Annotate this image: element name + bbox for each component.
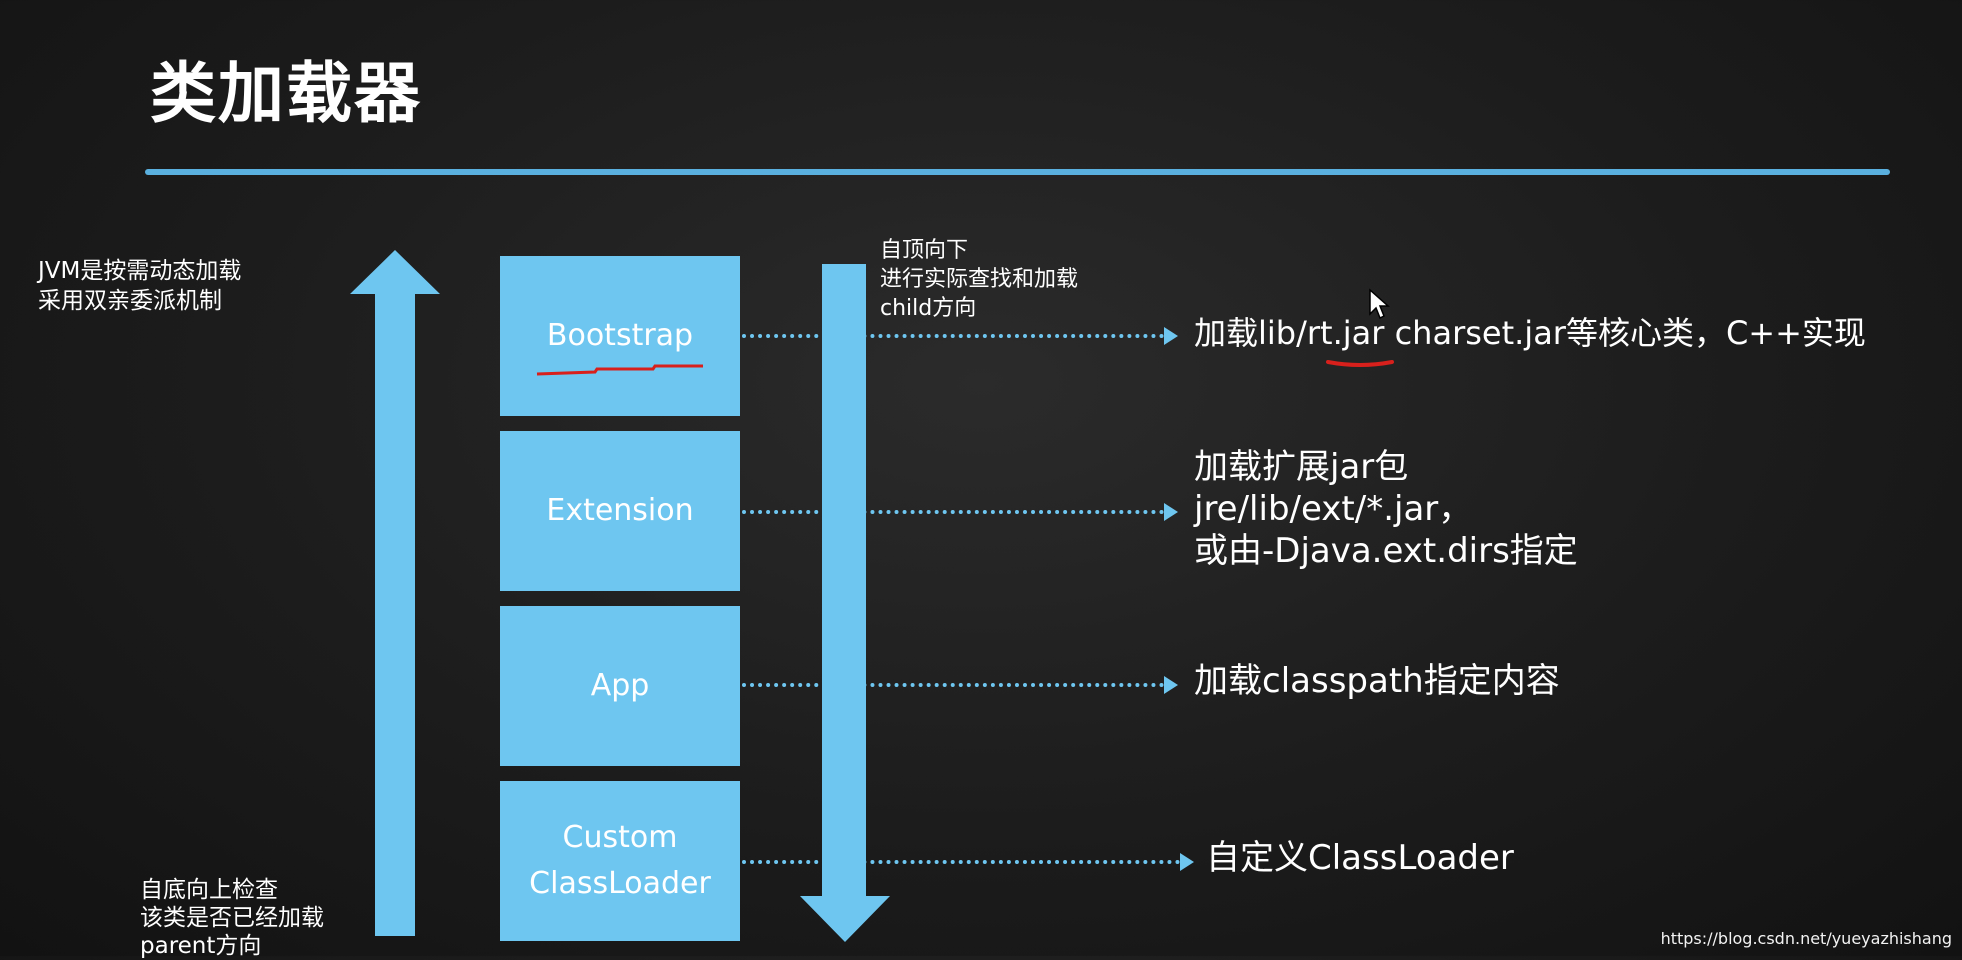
page-title: 类加载器 (150, 55, 422, 132)
left-note-line2: 采用双亲委派机制 (38, 288, 222, 314)
mouse-cursor-icon (1369, 288, 1390, 320)
bootstrap-underline-annotation (536, 364, 703, 376)
top-note: 自顶向下 进行实际查找和加载 child方向 (880, 236, 1078, 323)
extension-connector (742, 510, 1164, 514)
app-description: 加载classpath指定内容 (1194, 661, 1560, 701)
arrow-right-icon (1164, 503, 1178, 521)
app-loader-box: App (500, 606, 740, 766)
extension-loader-box: Extension (500, 431, 740, 591)
arrow-right-icon (1180, 853, 1194, 871)
bottom-note-line2: 该类是否已经加载 (140, 905, 324, 931)
left-note-line1: JVM是按需动态加载 (38, 258, 242, 284)
extension-description-line2: jre/lib/ext/*.jar， (1194, 489, 1473, 529)
top-note-line2: 进行实际查找和加载 (880, 267, 1079, 292)
arrow-right-icon (1164, 676, 1178, 694)
extension-description: 加载扩展jar包 jre/lib/ext/*.jar， 或由-Djava.ext… (1194, 446, 1578, 572)
app-connector (742, 683, 1164, 687)
rt-jar-underline-annotation (1326, 360, 1394, 367)
custom-loader-box: Custom ClassLoader (500, 781, 740, 941)
bootstrap-connector (742, 334, 1164, 338)
bottom-note-line3: parent方向 (140, 933, 262, 959)
extension-label: Extension (546, 493, 694, 528)
custom-connector (742, 860, 1180, 864)
custom-label-line2: ClassLoader (529, 866, 711, 901)
down-arrow-icon (800, 264, 890, 942)
extension-description-line3: 或由-Djava.ext.dirs指定 (1194, 531, 1578, 571)
top-note-line1: 自顶向下 (880, 238, 969, 263)
custom-label-line1: Custom (562, 820, 678, 855)
title-divider (145, 169, 1890, 175)
top-note-line3: child方向 (880, 296, 977, 321)
custom-description: 自定义ClassLoader (1206, 838, 1514, 878)
bottom-note: 自底向上检查 该类是否已经加载 parent方向 (140, 876, 324, 960)
left-note: JVM是按需动态加载 采用双亲委派机制 (38, 256, 241, 316)
extension-description-line1: 加载扩展jar包 (1194, 447, 1409, 487)
bottom-note-line1: 自底向上检查 (140, 877, 278, 903)
up-arrow-icon (350, 250, 440, 936)
watermark: https://blog.csdn.net/yueyazhishang (1660, 929, 1952, 948)
bootstrap-label: Bootstrap (546, 318, 694, 353)
bootstrap-loader-box: Bootstrap (500, 256, 740, 416)
app-label: App (590, 668, 650, 703)
arrow-right-icon (1164, 327, 1178, 345)
bootstrap-description: 加载lib/rt.jar charset.jar等核心类，C++实现 (1194, 314, 1866, 352)
